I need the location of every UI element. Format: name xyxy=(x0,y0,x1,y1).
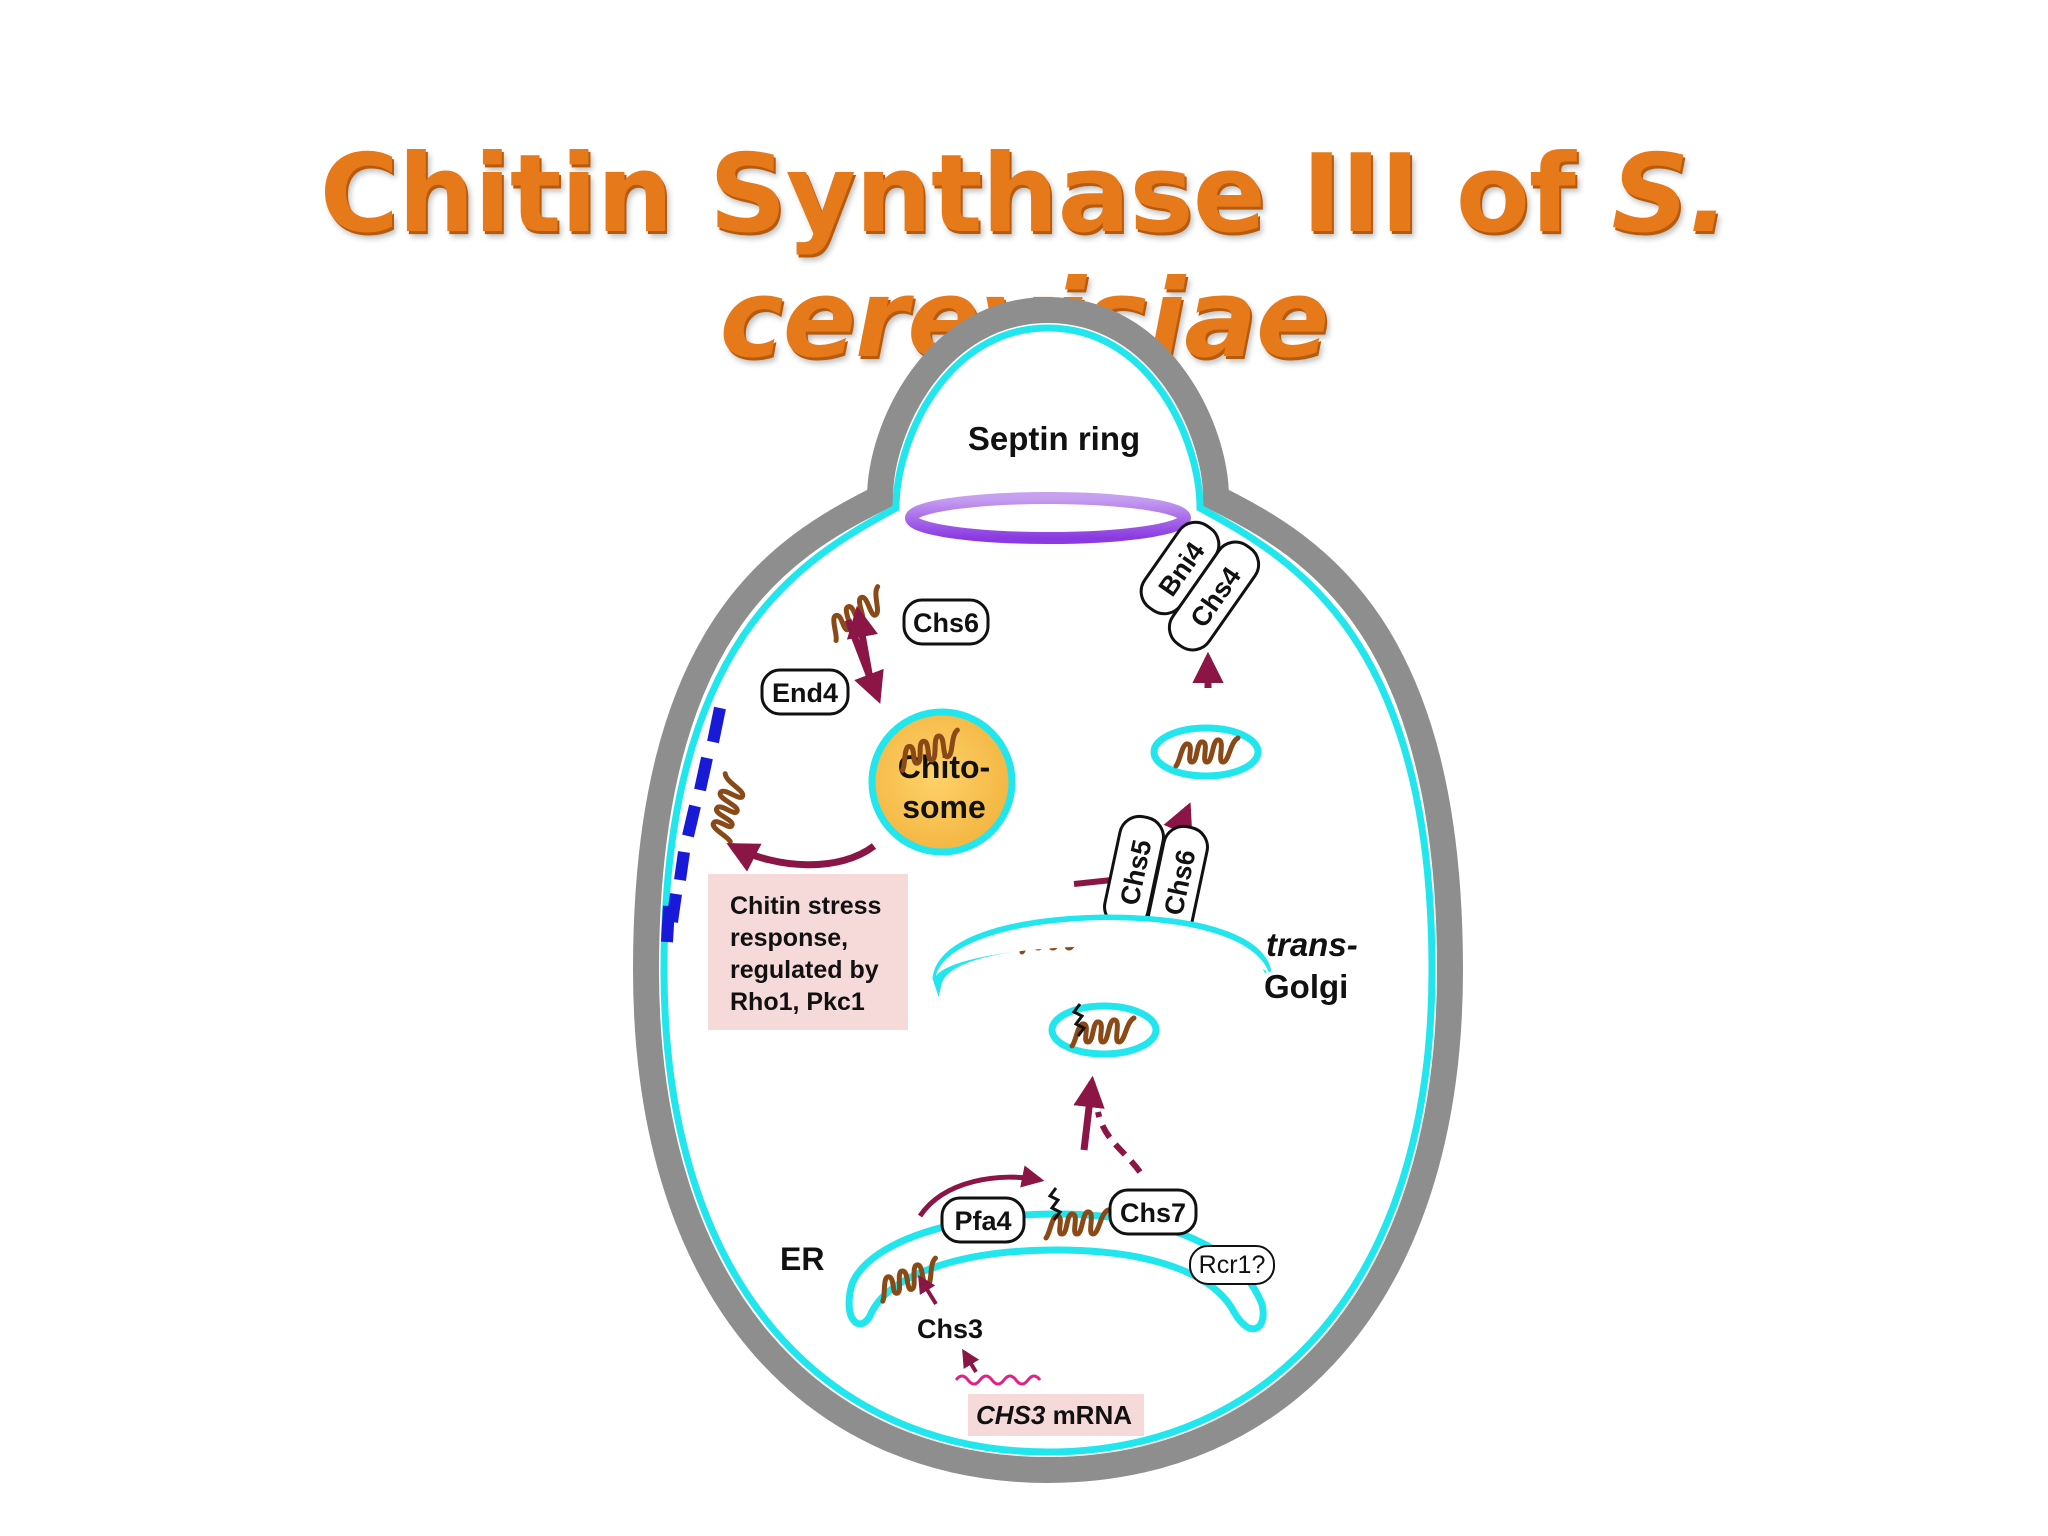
stress-delivery-arrow xyxy=(726,842,877,872)
golgi-vesicle xyxy=(1048,1002,1160,1058)
chs6-top-pill: Chs6 xyxy=(902,598,990,646)
septin-ring: Septin ring xyxy=(905,420,1191,544)
chs6-golgi-pill: Chs6 xyxy=(1147,824,1209,940)
mrna-wave-icon xyxy=(954,1374,1042,1386)
stress-line-1: Chitin stress xyxy=(730,892,881,920)
chs3-label: Chs3 xyxy=(917,1314,983,1344)
translocation-arrow xyxy=(918,1274,938,1306)
trans-label: trans- xyxy=(1266,926,1358,963)
er-cisterna xyxy=(845,1210,1267,1333)
exomer-tether xyxy=(1073,877,1113,887)
chitosome-label-2: some xyxy=(902,789,986,825)
palmitoyl-squiggle-icon xyxy=(1071,1003,1087,1037)
chs7-pill: Chs7 xyxy=(1108,1188,1198,1236)
mrna-gene: CHS3 xyxy=(976,1400,1046,1430)
endocytic-recycling-arrows xyxy=(844,605,884,704)
wall-chitin-bars xyxy=(661,706,726,943)
er-label: ER xyxy=(780,1241,824,1277)
mrna-label: CHS3 mRNA xyxy=(976,1400,1132,1430)
end4-pill: End4 xyxy=(760,668,850,716)
chs7-label: Chs7 xyxy=(1120,1198,1186,1228)
translation-arrow xyxy=(962,1348,980,1374)
chs6-top-label: Chs6 xyxy=(913,608,979,638)
stress-line-3: regulated by xyxy=(730,956,879,984)
er-export-dashed-arrow xyxy=(1095,1111,1143,1174)
plasma-membrane xyxy=(660,324,1436,1456)
chs5-pill: Chs5 xyxy=(1103,814,1165,930)
pfa4-label: Pfa4 xyxy=(954,1206,1011,1236)
end4-label: End4 xyxy=(772,678,838,708)
septin-ring-label: Septin ring xyxy=(968,420,1140,457)
stress-response-box: Chitin stress response, regulated by Rho… xyxy=(708,874,908,1030)
er-export-arrow xyxy=(1073,1075,1105,1151)
mrna-suffix: mRNA xyxy=(1045,1400,1132,1430)
slide-title: Chitin Synthase III of S. cerevisiae xyxy=(0,132,2048,382)
cell xyxy=(632,296,1464,1484)
chitosome: Chito- some xyxy=(868,708,1016,856)
mrna-box: CHS3 mRNA xyxy=(968,1394,1144,1436)
title-main: Chitin Synthase III of xyxy=(319,132,1612,257)
rcr1-label: Rcr1? xyxy=(1199,1251,1266,1279)
golgi-label: Golgi xyxy=(1264,968,1348,1005)
palmitoyl-squiggle-icon xyxy=(1047,1187,1063,1221)
stress-line-4: Rho1, Pkc1 xyxy=(730,988,865,1016)
cell-wall xyxy=(632,296,1464,1484)
stress-line-2: response, xyxy=(730,924,848,952)
rcr1-pill: Rcr1? xyxy=(1189,1245,1275,1285)
pfa4-pill: Pfa4 xyxy=(940,1196,1026,1244)
palmitoylation-arrow xyxy=(917,1165,1045,1218)
